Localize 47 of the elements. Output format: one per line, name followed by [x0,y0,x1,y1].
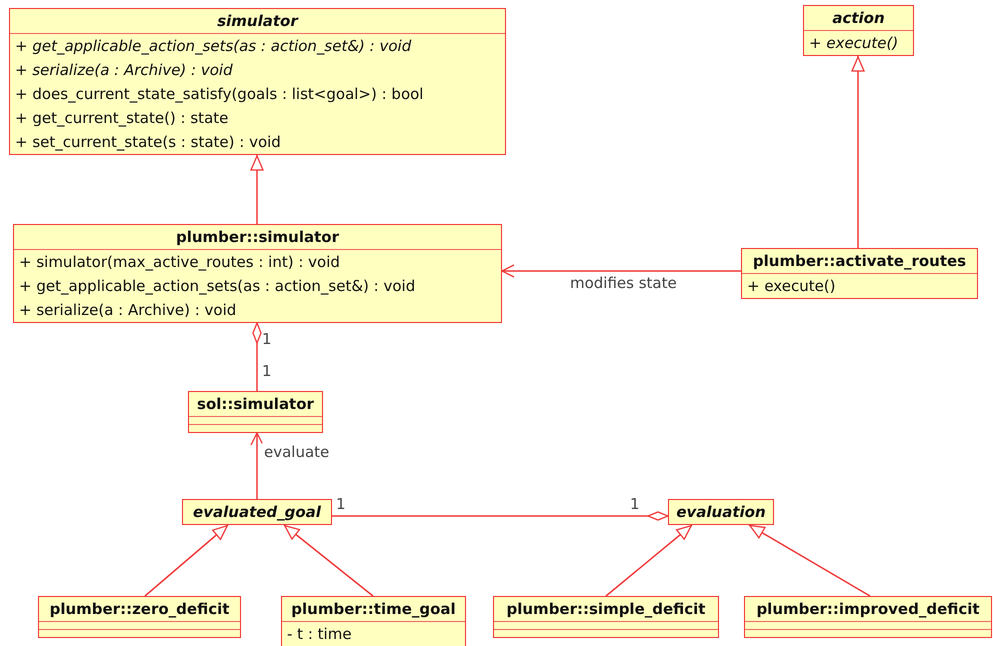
association-arrow [250,432,264,499]
class-name: sol::simulator [196,394,315,415]
aggregation-connector [252,322,262,391]
class-name: action [831,8,886,29]
multiplicity-label: 1 [630,495,640,513]
multiplicity-label: 1 [336,495,346,513]
class-name: plumber::time_goal [290,599,457,620]
class-name: plumber::simulator [174,227,340,248]
class-name: plumber::activate_routes [752,251,968,272]
generalization-arrow [284,524,374,597]
association-arrow [501,264,741,278]
generalization-arrow [606,524,692,597]
generalization-arrow [144,524,228,597]
operation: + execute() [746,276,837,297]
aggregation-connector [332,511,669,521]
class-name: simulator [216,11,300,32]
generalization-arrow [250,155,264,224]
operation: + execute() [808,33,900,54]
operation: + serialize(a : Archive) : void [18,300,238,321]
operation: + set_current_state(s : state) : void [14,132,282,153]
class-name: plumber::zero_deficit [48,599,230,620]
class-box [9,8,506,155]
class-name: plumber::simple_deficit [506,599,706,620]
multiplicity-label: 1 [262,330,272,348]
attribute: - t : time [286,624,353,645]
class-box [493,596,719,638]
operation: + serialize(a : Archive) : void [14,60,234,81]
class-box [13,224,502,323]
class-box [803,5,914,56]
class-box [188,391,323,433]
class-box [668,499,774,525]
operation: + get_applicable_action_sets(as : action_set&) : void [14,36,412,57]
class-name: evaluated_goal [192,502,322,523]
class-name: evaluation [675,502,767,523]
class-name: plumber::improved_deficit [755,599,981,620]
class-box [741,248,978,299]
operation: + simulator(max_active_routes : int) : void [18,252,341,273]
multiplicity-label: 1 [262,362,272,380]
operation: + get_current_state() : state [14,108,230,129]
generalization-arrow [748,524,870,597]
generalization-arrow [851,56,865,248]
class-box [182,499,332,525]
operation: + get_applicable_action_sets(as : action_set&) : void [18,276,416,297]
class-box [38,596,241,638]
class-box [744,596,992,638]
class-box [281,596,466,646]
operation: + does_current_state_satisfy(goals : list<goal>) : bool [14,84,424,105]
